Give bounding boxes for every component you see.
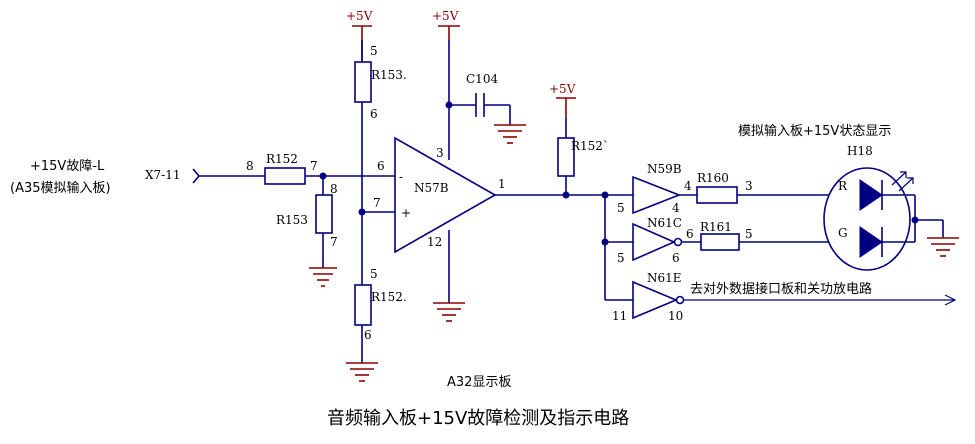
inverter-n61c-bubble xyxy=(673,237,683,247)
pin-r152-8: 8 xyxy=(246,159,254,173)
resistor-r160-label: R160 xyxy=(697,171,729,185)
power-label-2: +5V xyxy=(432,9,459,23)
power-symbol-3 xyxy=(556,97,576,118)
pin-opamp-7: 7 xyxy=(373,196,381,210)
buffer-n59b xyxy=(632,175,682,215)
resistor-r153-divider xyxy=(354,61,372,103)
ground-symbol-5 xyxy=(927,237,959,257)
board-label: A32显示板 xyxy=(447,375,511,390)
output-note: 去对外数据接口板和关功放电路 xyxy=(690,281,872,297)
pin-opamp-12: 12 xyxy=(427,235,442,249)
resistor-r152-label: R152 xyxy=(266,152,298,166)
pin-n59b-5: 5 xyxy=(617,201,625,215)
pin-n61c-6: 6 xyxy=(672,251,680,265)
pin-n61e-11: 11 xyxy=(612,309,627,323)
pin-r153top-6: 6 xyxy=(370,107,378,121)
led-green-label: G xyxy=(838,226,848,240)
resistor-r153-divider-label: R153. xyxy=(371,68,407,82)
inverter-n61e-bubble xyxy=(675,295,685,305)
pin-r152bot-6: 6 xyxy=(364,328,372,342)
pin-r153-8: 8 xyxy=(330,182,338,196)
ground-symbol-2 xyxy=(346,362,378,382)
inverter-n61e-label: N61E xyxy=(647,271,682,285)
opamp-plus-sign: + xyxy=(401,206,411,220)
connector-symbol xyxy=(192,168,201,184)
led-green-diode xyxy=(859,226,883,258)
led-status-title: 模拟输入板+15V状态显示 xyxy=(738,123,891,139)
pin-r161-5: 5 xyxy=(745,227,753,241)
pin-r152-7: 7 xyxy=(310,159,318,173)
inverter-n61c xyxy=(632,222,676,262)
led-h18 xyxy=(823,167,911,271)
diagram-caption: 音频输入板+15V故障检测及指示电路 xyxy=(327,408,629,429)
pin-r153-7: 7 xyxy=(330,235,338,249)
input-signal-label: +15V故障-L xyxy=(30,159,105,174)
resistor-r160 xyxy=(696,186,738,204)
pin-opamp-6: 6 xyxy=(377,159,385,173)
resistor-r152-divider-label: R152. xyxy=(371,290,407,304)
inverter-n61c-label: N61C xyxy=(647,216,682,230)
opamp-n57b xyxy=(394,136,497,254)
pin-n59b-4: 4 xyxy=(672,201,680,215)
resistor-r161 xyxy=(700,233,740,251)
power-label-1: +5V xyxy=(346,9,373,23)
output-arrow xyxy=(944,294,957,306)
resistor-r152 xyxy=(264,167,306,185)
pin-opamp-3: 3 xyxy=(436,146,444,160)
led-label: H18 xyxy=(847,144,873,158)
opamp-minus-sign: - xyxy=(399,170,403,184)
ground-symbol-1 xyxy=(309,267,337,287)
resistor-r152-divider xyxy=(354,284,372,326)
led-emission-arrows xyxy=(891,171,914,192)
resistor-r153 xyxy=(315,194,333,234)
pin-r161-6: 6 xyxy=(686,227,694,241)
led-red-diode xyxy=(859,179,883,211)
ground-symbol-3 xyxy=(494,124,526,144)
power-symbol-2 xyxy=(438,25,460,40)
power-label-3: +5V xyxy=(549,82,576,96)
pin-n61c-5: 5 xyxy=(617,251,625,265)
pin-r153top-5: 5 xyxy=(370,44,378,58)
inverter-n61e xyxy=(632,280,679,320)
input-board-label: (A35模拟输入板) xyxy=(10,180,111,196)
capacitor-label: C104 xyxy=(466,72,498,86)
connector-label: X7-11 xyxy=(145,168,181,182)
ground-symbol-4 xyxy=(433,302,465,322)
resistor-r153-label: R153 xyxy=(276,213,308,227)
pin-r160-4: 4 xyxy=(684,179,692,193)
led-red-label: R xyxy=(838,179,848,193)
resistor-r161-label: R161 xyxy=(700,220,732,234)
resistor-r152-pullup-label: R152` xyxy=(571,139,609,153)
opamp-label: N57B xyxy=(414,181,449,195)
pin-opamp-1: 1 xyxy=(498,177,506,191)
pin-r160-3: 3 xyxy=(745,179,753,193)
pin-r152bot-5: 5 xyxy=(370,267,378,281)
buffer-n59b-label: N59B xyxy=(647,162,682,176)
pin-n61e-10: 10 xyxy=(668,309,683,323)
